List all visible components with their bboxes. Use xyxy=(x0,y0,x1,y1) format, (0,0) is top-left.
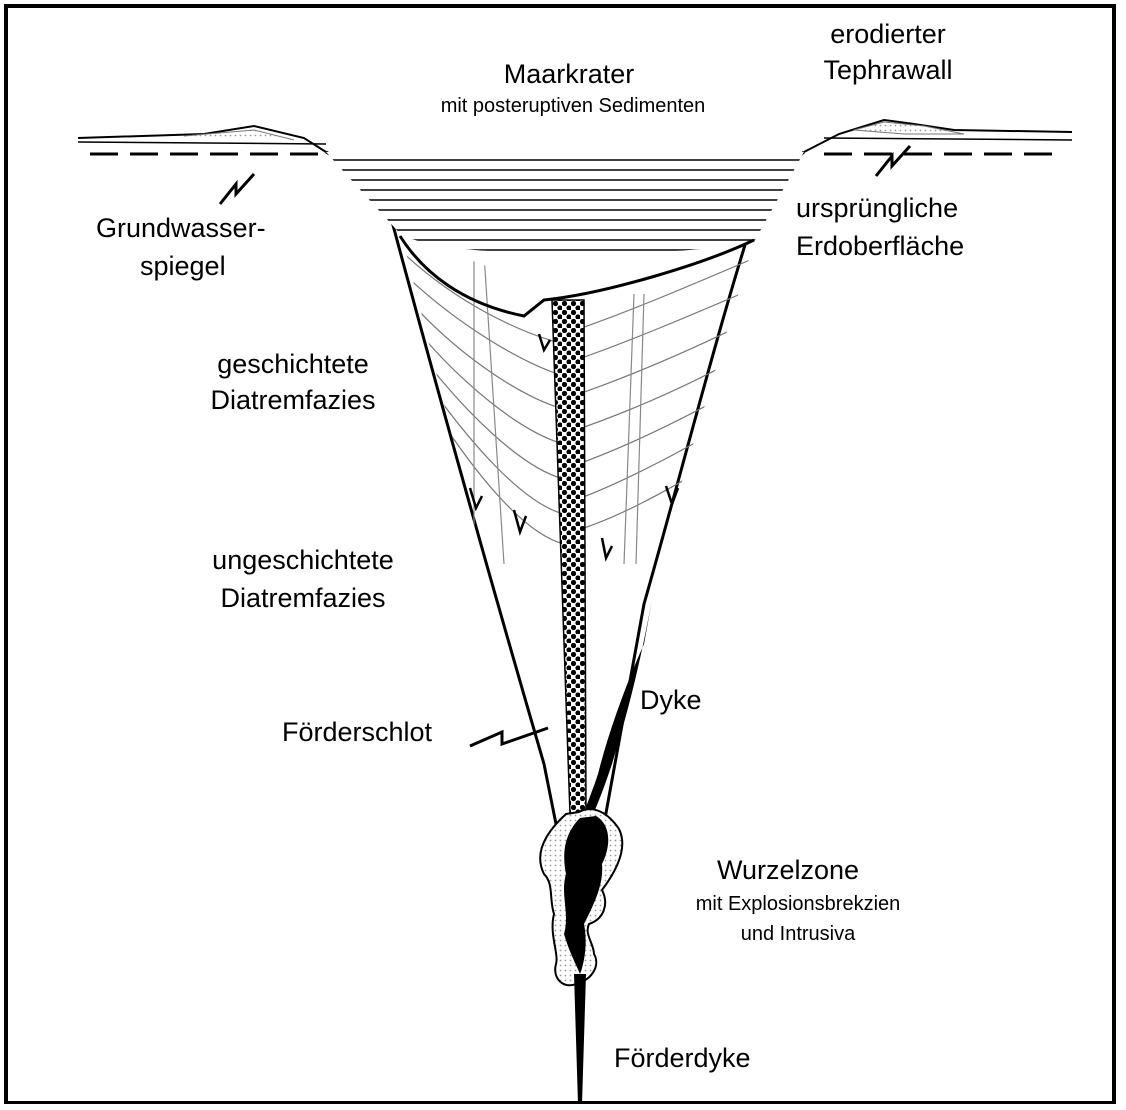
label-erdoberflaeche-line2: Erdoberfläche xyxy=(796,230,964,263)
root-zone xyxy=(540,809,622,985)
label-maarkrater: Maarkrater xyxy=(484,58,654,91)
foerderschlot-conduit xyxy=(552,300,586,814)
label-erdoberflaeche-line1: ursprüngliche xyxy=(796,192,958,225)
label-ungeschichtete-line1: ungeschichtete xyxy=(178,544,428,577)
ground-surface-left xyxy=(78,126,326,154)
label-foerderdyke: Förderdyke xyxy=(614,1042,751,1075)
label-wurzelzone-sub2: und Intrusiva xyxy=(648,922,948,946)
label-wurzelzone-sub1: mit Explosionsbrekzien xyxy=(648,892,948,916)
label-tephrawall-line2: Tephrawall xyxy=(798,54,978,87)
crater-sediments xyxy=(304,152,824,254)
ground-surface-right xyxy=(804,120,1072,154)
label-grundwasser-line1: Grundwasser- xyxy=(96,212,266,245)
label-ungeschichtete-line2: Diatremfazies xyxy=(178,582,428,615)
label-maarkrater-sub: mit posteruptiven Sedimenten xyxy=(388,94,758,118)
label-dyke: Dyke xyxy=(640,684,702,717)
label-grundwasser-line2: spiegel xyxy=(140,250,226,283)
diagram-frame: Maarkrater mit posteruptiven Sedimenten … xyxy=(4,4,1116,1104)
dyke xyxy=(578,600,652,838)
label-geschichtete-line1: geschichtete xyxy=(178,348,408,381)
label-wurzelzone: Wurzelzone xyxy=(668,854,908,887)
label-foerderschlot: Förderschlot xyxy=(282,716,432,749)
label-geschichtete-line2: Diatremfazies xyxy=(178,384,408,417)
label-tephrawall-line1: erodierter xyxy=(798,18,978,51)
foerderdyke xyxy=(574,974,586,1104)
